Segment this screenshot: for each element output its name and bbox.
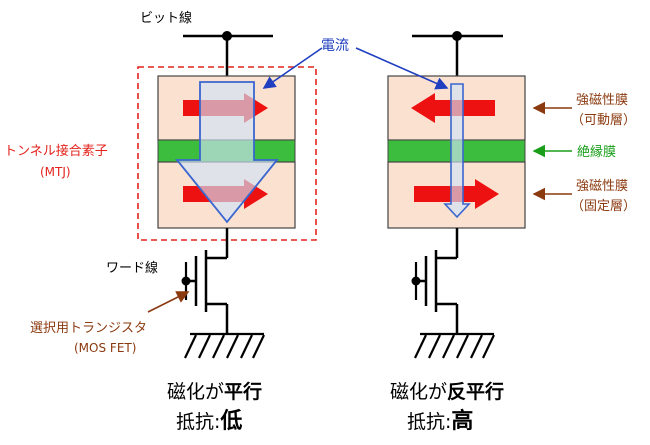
- current-leader-left: [262, 47, 323, 89]
- current-label: 電流: [321, 38, 349, 54]
- current-leader-right: [355, 47, 449, 90]
- parallel-resistance-prefix: 抵抗:: [176, 411, 220, 433]
- mtj-label: トンネル接合素子: [4, 143, 108, 159]
- current-arrow-small: [443, 83, 471, 219]
- ground-symbol-left: [184, 332, 265, 359]
- fixed-layer-label: 強磁性膜: [576, 179, 628, 194]
- select-transistor-left: [181, 250, 229, 334]
- antiparallel-resistance-prefix: 抵抗:: [407, 411, 451, 433]
- bit-line-node-right: [452, 31, 462, 41]
- insulator-label: 絶縁膜: [577, 144, 616, 160]
- mtj-abbr-label: (MTJ): [40, 165, 71, 179]
- word-line-label: ワード線: [106, 260, 158, 276]
- free-layer-sublabel: （可動層）: [571, 113, 636, 128]
- parallel-cell: [137, 31, 317, 359]
- free-layer-label: 強磁性膜: [576, 93, 628, 108]
- antiparallel-resistance-value: 高: [451, 408, 473, 434]
- antiparallel-magnetization-value: 反平行: [447, 380, 504, 403]
- transistor-label: 選択用トランジスタ: [30, 321, 147, 336]
- transistor-leader: [147, 291, 190, 313]
- parallel-resistance-value: 低: [219, 409, 242, 434]
- select-transistor-right: [411, 250, 459, 334]
- antiparallel-magnetization-prefix: 磁化が: [390, 381, 447, 403]
- parallel-magnetization-caption: 磁化が平行: [167, 380, 262, 403]
- transistor-abbr-label: (MOS FET): [74, 341, 136, 355]
- parallel-resistance-caption: 抵抗:低: [176, 409, 242, 434]
- antiparallel-magnetization-caption: 磁化が反平行: [390, 380, 504, 403]
- bit-line-node-left: [222, 31, 232, 41]
- parallel-magnetization-prefix: 磁化が: [167, 381, 224, 403]
- current-arrow-large: [175, 81, 279, 224]
- fixed-layer-sublabel: （固定層）: [571, 199, 636, 214]
- parallel-magnetization-value: 平行: [224, 380, 262, 403]
- ground-symbol-right: [414, 332, 495, 359]
- bit-line-label: ビット線: [140, 10, 192, 26]
- antiparallel-cell: [387, 31, 526, 359]
- antiparallel-resistance-caption: 抵抗:高: [407, 408, 473, 434]
